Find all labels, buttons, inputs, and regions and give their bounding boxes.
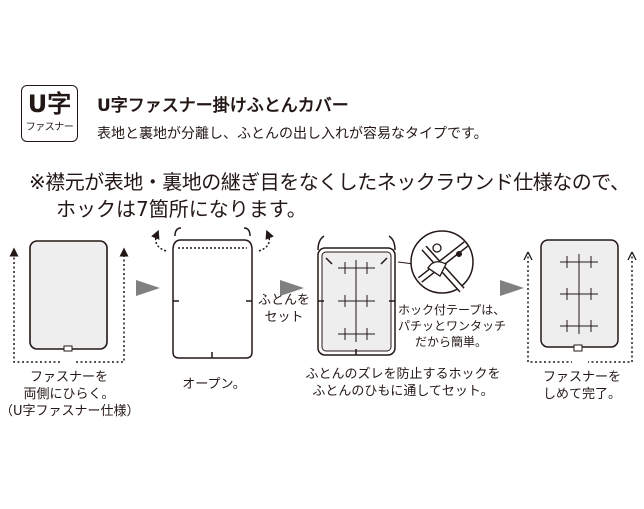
step2-caption: オープン。 [172,376,256,393]
hook-callout-line1: ホック付テープは、 [398,303,506,317]
u-zipper-badge: U字 ファスナー [21,85,78,142]
step4-caption: ファスナーを しめて完了。 [532,369,632,403]
step3-caption-line1: ふとんのズレを防止するホックを [305,367,501,382]
step1-caption-line3: （U字ファスナー仕様） [0,404,140,419]
step2-caption-line1: オープン。 [182,377,246,392]
step3-caption: ふとんのズレを防止するホックを ふとんのひもに通してセット。 [298,366,508,400]
step4-caption-line2: しめて完了。 [542,387,621,402]
flow-arrow-1 [136,280,160,296]
hook-callout-line3: だから簡単。 [414,335,487,349]
flow-arrow-2 [280,280,304,296]
flow-arrow-3 [500,280,524,296]
step3-arrow-caption-line2: セット [264,310,304,325]
step3-arrow-caption-line1: ふとんを [257,293,310,308]
step1-cover [9,240,129,363]
note-line-1: ※襟元が表地・裏地の継ぎ目をなくしたネックラウンド仕様なので、 [29,170,630,194]
step3-arrow-caption: ふとんを セット [254,292,314,326]
badge-sub-text: ファスナー [25,122,74,133]
step4-closed-cover [523,239,637,363]
step3-comforter-set [317,235,396,356]
product-title: U字ファスナー掛けふとんカバー [97,96,349,116]
step3-caption-line2: ふとんのひもに通してセット。 [312,384,494,399]
step4-caption-line1: ファスナーを [542,370,621,385]
step1-caption: ファスナーを 両側にひらく。 （U字ファスナー仕様） [0,369,140,420]
product-subtitle: 表地と裏地が分離し、ふとんの出し入れが容易なタイプです。 [97,126,488,142]
hook-callout-caption: ホック付テープは、 パチッとワンタッチ だから簡単。 [398,302,507,350]
step2-open-cover [151,227,274,359]
step1-caption-line1: ファスナーを [29,370,108,385]
badge-main-text: U字 [27,90,72,118]
hook-callout-line2: パチッとワンタッチ [398,319,507,333]
step1-caption-line2: 両側にひらく。 [23,387,115,402]
hook-tape-detail [397,230,474,294]
note-line-2: ホックは7箇所になります。 [56,197,307,221]
